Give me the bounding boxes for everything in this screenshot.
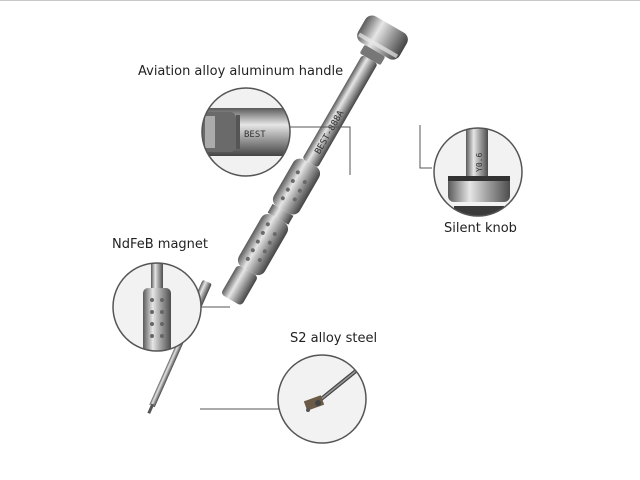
knob-engraving: Y0.6 bbox=[475, 153, 484, 172]
detail-circle-magnet bbox=[112, 262, 202, 352]
top-rule bbox=[0, 0, 640, 1]
caption-steel: S2 alloy steel bbox=[290, 331, 378, 346]
detail-circle-steel bbox=[277, 354, 367, 444]
caption-knob: Silent knob bbox=[444, 221, 517, 236]
handle-engraving: BEST bbox=[244, 130, 266, 140]
detail-circle-handle: BEST bbox=[201, 87, 291, 177]
caption-magnet: NdFeB magnet bbox=[112, 237, 209, 252]
caption-handle: Aviation alloy aluminum handle bbox=[138, 64, 344, 79]
detail-circle-knob: Y0.6 bbox=[433, 127, 523, 217]
leader-lines bbox=[200, 125, 432, 410]
